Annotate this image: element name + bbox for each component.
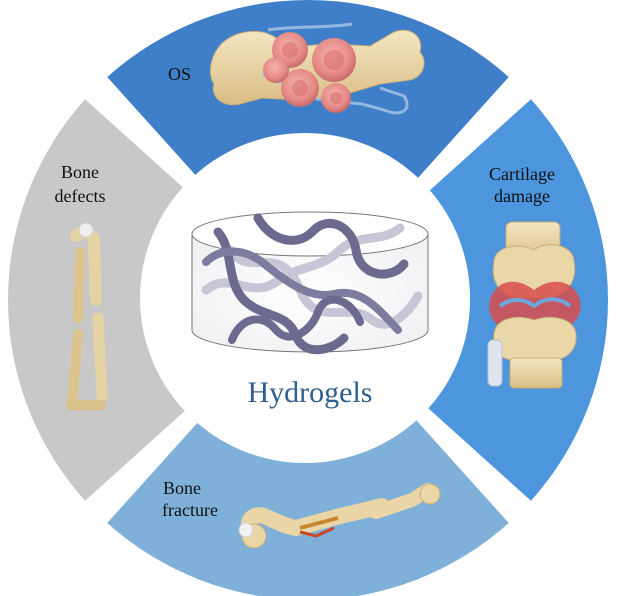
label-top: OS	[168, 64, 191, 84]
center-title: Hydrogels	[248, 376, 373, 409]
label-left-line1: Bone	[61, 162, 99, 182]
label-left-line2: defects	[55, 186, 106, 206]
segment-bottom	[107, 420, 509, 596]
broken-forearm-bones-icon	[66, 222, 108, 410]
label-right-line2: damage	[494, 186, 550, 206]
label-bottom-line2: fracture	[162, 500, 218, 520]
knee-joint-icon	[487, 221, 581, 389]
tumor-bone-icon	[210, 22, 425, 115]
fractured-femur-icon	[238, 483, 441, 549]
label-right-line1: Cartilage	[489, 164, 555, 184]
label-bottom-line1: Bone	[163, 478, 201, 498]
hydrogel-network-icon: Hydrogels	[191, 211, 429, 409]
